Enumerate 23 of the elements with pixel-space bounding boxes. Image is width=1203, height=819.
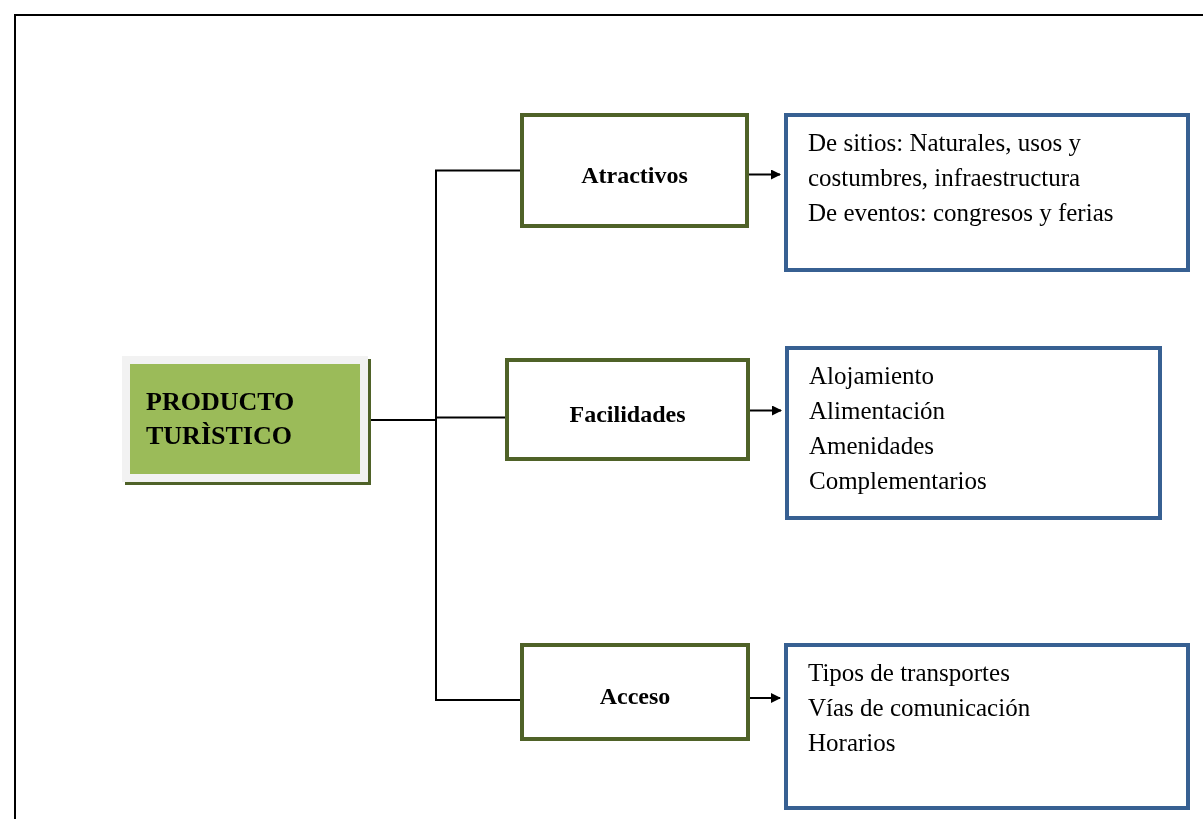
category-box [505, 358, 750, 461]
detail-box [785, 346, 1162, 520]
detail-box [784, 113, 1190, 272]
arrow [749, 693, 781, 703]
arrow [748, 169, 781, 180]
category-box [520, 113, 749, 228]
detail-text: De eventos: congresos y ferias [808, 198, 1115, 228]
category-box [520, 643, 750, 741]
detail-text: Tipos de transportes [808, 658, 1011, 688]
arrow [749, 405, 782, 416]
detail-text: Alojamiento [809, 361, 935, 391]
detail-text: Vías de comunicación [808, 693, 1032, 723]
detail-text: Complementarios [809, 466, 988, 496]
node-label: Facilidades [569, 399, 686, 429]
node-label: Acceso [599, 682, 671, 711]
detail-box [784, 643, 1190, 810]
node-label: Atractivos [581, 160, 688, 190]
detail-text: Alimentación [809, 396, 947, 426]
node-label: PRODUCTO TURÌSTICO [146, 386, 296, 452]
detail-text: De sitios: Naturales, usos y costumbres, infraestructura [808, 128, 1082, 193]
root-box [122, 356, 368, 482]
detail-text: Amenidades [809, 431, 935, 461]
detail-text: Horarios [808, 728, 897, 758]
